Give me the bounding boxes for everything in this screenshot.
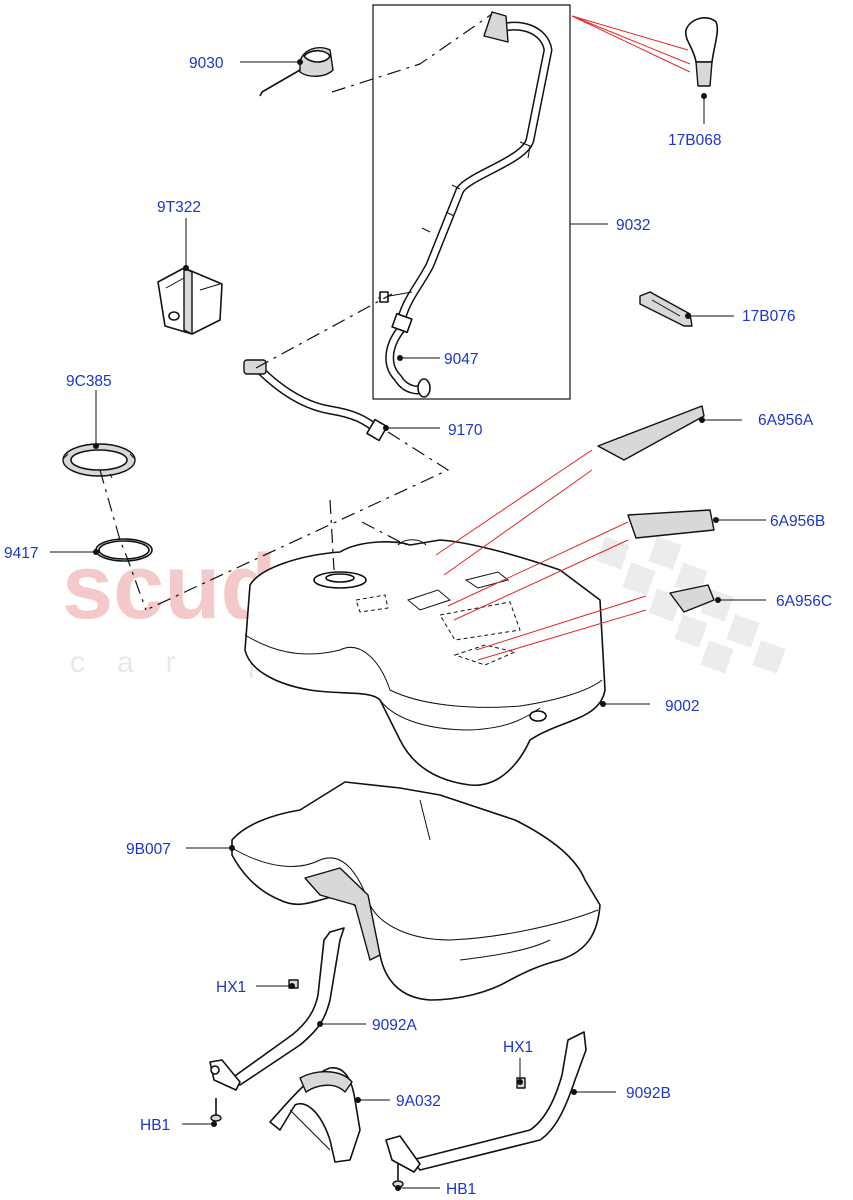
gear-knob (684, 17, 719, 87)
label-6A956B (627, 509, 715, 539)
label-9047: 9047 (444, 351, 478, 368)
leaders (50, 59, 766, 1191)
label-9T322: 9T322 (157, 199, 201, 216)
label-6A956C: 6A956C (776, 593, 832, 610)
label-9030: 9030 (189, 55, 224, 72)
filler-cap (259, 46, 334, 97)
label-9417: 9417 (4, 545, 38, 562)
label-HB1-left: HB1 (140, 1117, 170, 1134)
fuel-tank (244, 539, 606, 786)
vent-hose (243, 359, 388, 442)
seal-ring (95, 538, 153, 562)
label-6A956B: 6A956B (770, 513, 825, 530)
assembly-lines (99, 13, 493, 611)
label-HX1-left: HX1 (216, 979, 246, 996)
bracket-9T322 (157, 267, 223, 335)
label-9002: 9002 (665, 698, 699, 715)
locking-ring (62, 442, 136, 479)
label-9032: 9032 (616, 217, 650, 234)
label-17B076: 17B076 (742, 308, 795, 325)
guard-9A032 (269, 1067, 361, 1163)
label-9170: 9170 (448, 422, 483, 439)
label-6A956C (669, 584, 715, 613)
label-6A956A (597, 405, 705, 461)
label-9A032: 9A032 (396, 1093, 441, 1110)
label-9C385: 9C385 (66, 373, 112, 390)
clip-17B076 (639, 291, 693, 327)
part-labels: 9030 17B068 9T322 9032 17B076 9C385 9047… (4, 55, 832, 1198)
label-HX1-right: HX1 (503, 1039, 533, 1056)
label-9092A: 9092A (372, 1017, 417, 1034)
red-callouts (435, 15, 691, 661)
label-17B068: 17B068 (668, 132, 721, 149)
heat-shield (231, 781, 601, 1001)
strap-9092A (209, 927, 345, 1091)
label-9092B: 9092B (626, 1085, 671, 1102)
label-6A956A: 6A956A (758, 412, 814, 429)
label-9B007: 9B007 (126, 841, 171, 858)
label-HB1-right: HB1 (446, 1181, 476, 1198)
strap-9092B (385, 1031, 587, 1173)
filler-pipe-group (372, 4, 571, 400)
